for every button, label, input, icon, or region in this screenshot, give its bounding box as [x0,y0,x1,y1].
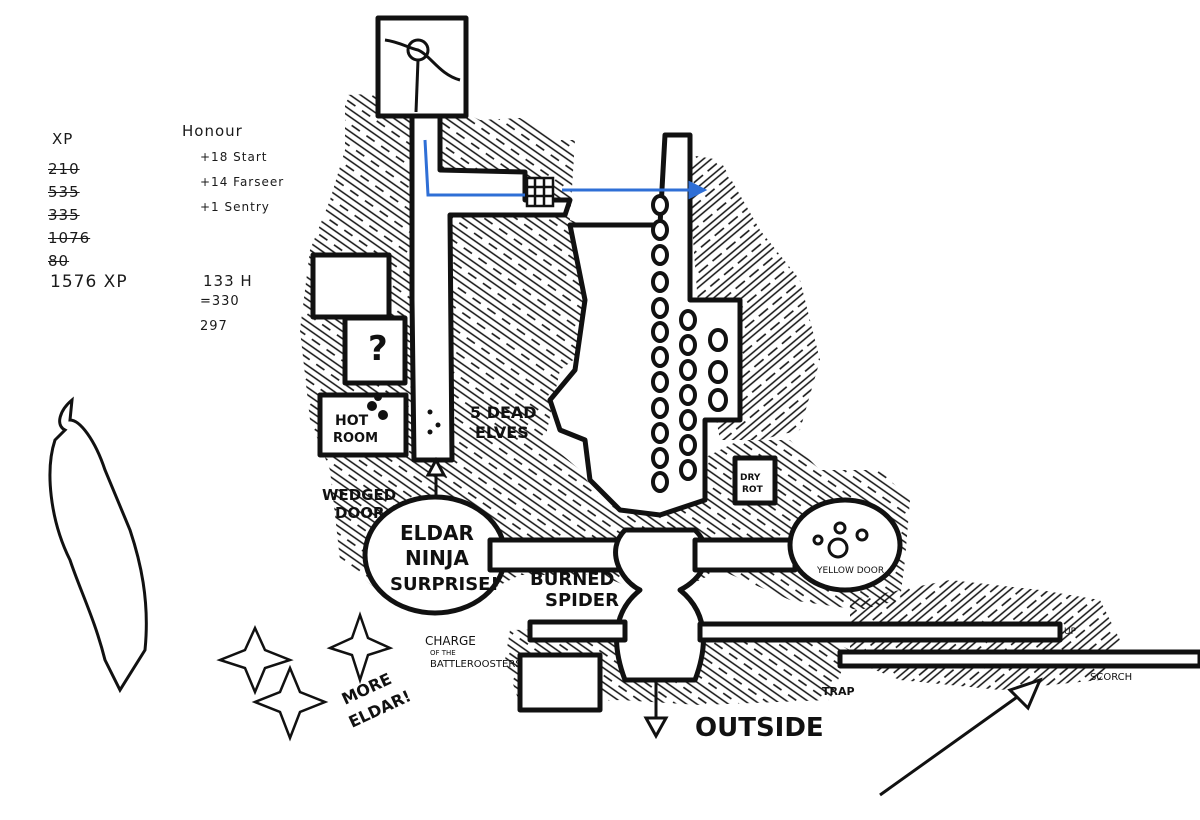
pillar [651,271,669,293]
pillar [651,371,669,393]
route-line [423,139,708,200]
pillar [708,360,728,384]
spear-icon [879,677,1043,797]
xp-crossed-value: 535 [48,183,80,201]
pillar [679,384,697,406]
trap-label: TRAP [822,685,855,698]
outside-label: OUTSIDE [695,713,824,743]
yellow-room-circles [812,521,869,559]
pillar [708,388,728,412]
scorch-corridor [837,649,1200,669]
pillar-ovals [651,194,728,493]
pillar [679,409,697,431]
yellow-door-label: YELLOW DOOR [816,566,884,576]
pillar [679,309,697,331]
east-passage [692,537,798,573]
honour-line: +1 Sentry [200,200,270,214]
pillar [679,434,697,456]
hot-room-label-line2: ROOM [333,431,378,446]
honour-line: +14 Farseer [200,175,285,189]
east-rock-hatching [660,150,820,440]
dry-rot-label-line1: DRY [740,473,761,483]
east-long-corridor [697,621,1063,643]
wedged-door-label-line1: WEDGED [322,486,396,504]
dry-rot-label-line2: ROT [742,485,764,495]
honour-line: +18 Start [200,150,268,164]
pillar [651,471,669,493]
xp-crossed-value: 1076 [48,229,91,247]
wedged-door-arrow [425,456,447,495]
honour-after-line: =330 [200,294,240,309]
xp-heading: XP [52,130,74,148]
honour-subtotal: 133 H [203,272,253,290]
dragon-prow-icon [48,396,148,694]
burned-spider-label-line2: SPIDER [545,590,619,611]
wedged-door-label-line2: DOOR [335,504,385,522]
honour-heading: Honour [182,122,243,140]
pillar [651,422,669,444]
pillar [708,328,728,352]
burned-spider-label-line1: BURNED [530,569,615,590]
scorch-label: SCORCH [1090,672,1132,683]
charge-label-line2: OF THE [430,649,456,657]
pillar [651,194,669,216]
charge-label-line3: BATTLEROOSTERS [430,659,522,670]
charge-corridor [527,619,628,643]
xp-total: 1576 XP [50,272,128,292]
portcullis [525,176,555,208]
north-chamber [375,15,469,119]
dry-rot-room [732,455,778,506]
xp-crossed-value: 80 [48,252,70,270]
eldar-label-line3: SURPRISE! [390,574,499,595]
pillar [651,397,669,419]
question-room-label: ? [368,329,388,369]
dead-elves-label-line2: ELVES [475,423,529,442]
hot-room-dots [367,393,441,435]
question-room [342,315,408,386]
xp-crossed-value: 210 [48,160,80,178]
hot-room [317,392,409,458]
pillar [679,334,697,356]
pillar [651,447,669,469]
shuriken-icon [216,611,394,742]
eldar-label-line2: NINJA [405,546,469,570]
map-labels: ? HOT ROOM 5 DEAD ELVES WEDGED DOOR ELDA… [322,329,1132,743]
honour-after-line: 297 [200,319,228,334]
pillar [651,244,669,266]
dead-elves-label-line1: 5 DEAD [470,403,537,422]
pillar [679,359,697,381]
hot-room-label-line1: HOT [335,413,369,429]
pillar [679,459,697,481]
charge-label-line1: CHARGE [425,634,476,648]
outside-arrow [643,680,669,740]
eldar-label-line1: ELDAR [400,521,474,545]
north-chamber-detail [384,38,461,113]
pillar [651,346,669,368]
pillar [651,297,669,319]
southwest-room [517,652,603,713]
pillar [651,219,669,241]
pillar [651,321,669,343]
central-hub [613,527,710,683]
west-room-upper [310,252,392,320]
up-label: UP [1064,627,1077,637]
xp-crossed-value: 335 [48,206,80,224]
